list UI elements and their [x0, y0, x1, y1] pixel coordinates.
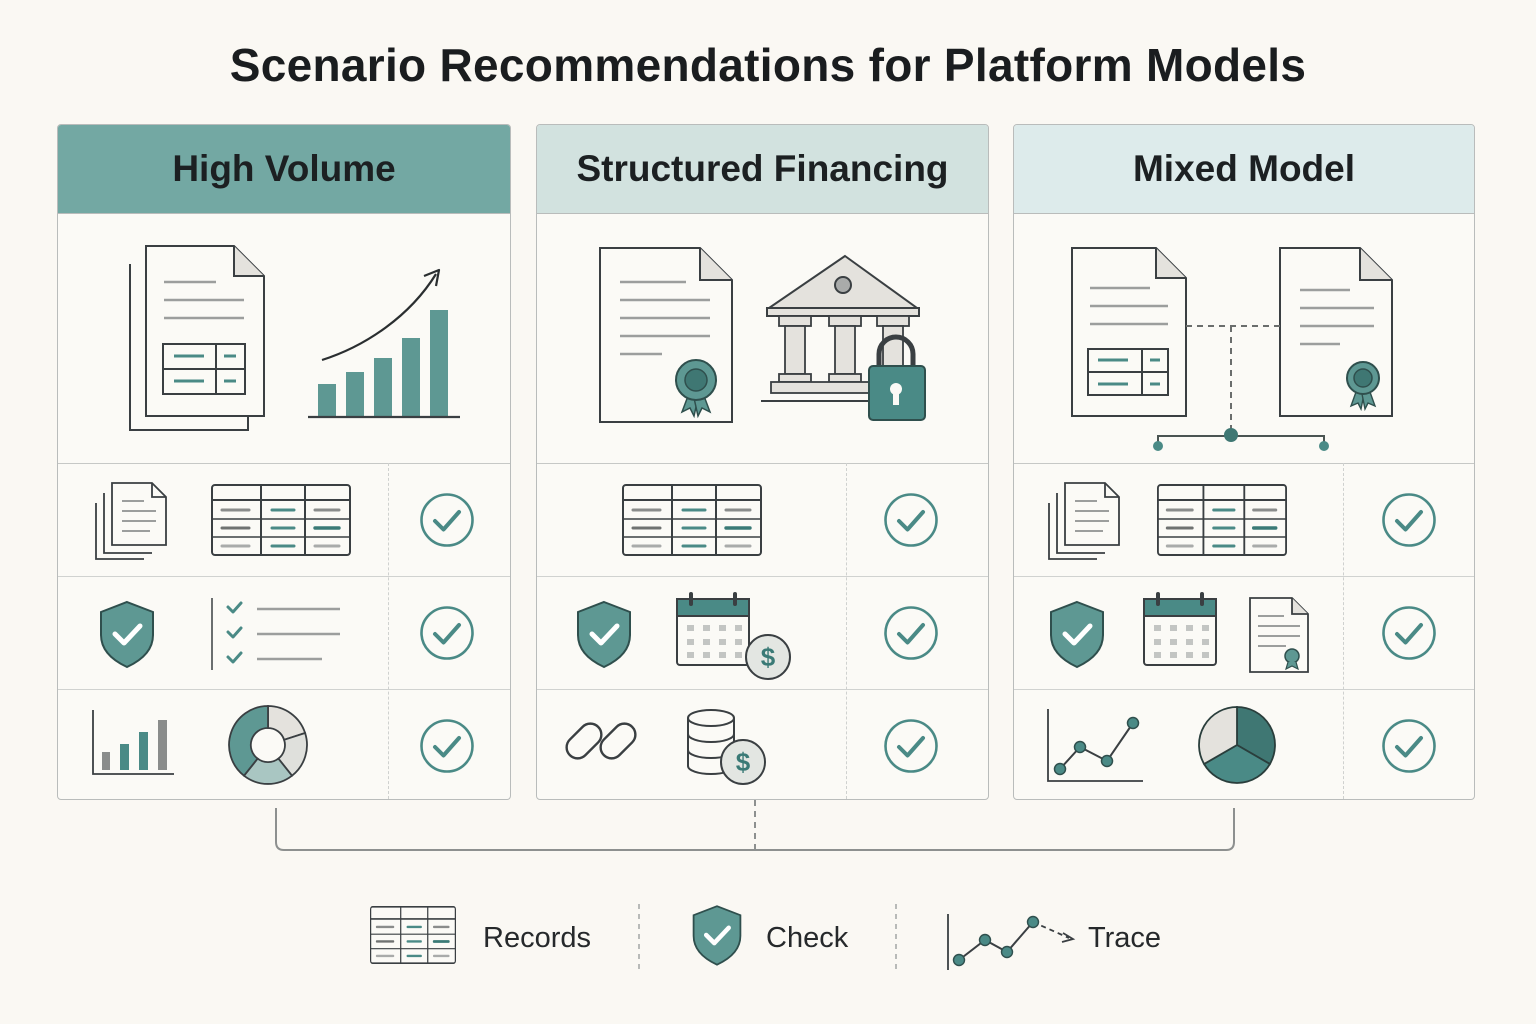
- records-table-icon: [622, 484, 762, 556]
- shield-check-icon: [97, 599, 157, 669]
- records-table-icon: [211, 484, 351, 556]
- hero-high-volume: [58, 214, 510, 464]
- hero-mixed-model: [1014, 214, 1474, 464]
- documents-icon: [94, 479, 170, 563]
- page-title: Scenario Recommendations for Platform Mo…: [229, 39, 1307, 91]
- row-records-high-volume: [58, 463, 510, 577]
- column-mixed-model: Mixed Model: [1013, 124, 1475, 800]
- dollar-coin-icon: [719, 738, 767, 786]
- certificate-document-icon: [1249, 597, 1309, 673]
- row-trace-structured-financing: [537, 689, 988, 800]
- shield-check-icon: [574, 599, 634, 669]
- row-trace-mixed-model: [1014, 689, 1474, 799]
- bracket-connector: [275, 800, 1235, 851]
- row-records-mixed-model: [1014, 463, 1474, 577]
- donut-chart-icon: [228, 705, 308, 785]
- linked-documents-icon: [1071, 247, 1393, 451]
- column-header-mixed-model: Mixed Model: [1014, 125, 1474, 214]
- checkmark-circle-icon: [883, 605, 939, 661]
- checkmark-circle-icon: [1381, 718, 1437, 774]
- row-check-structured-financing: [537, 576, 988, 690]
- records-table-icon: [1157, 484, 1287, 556]
- trace-icon: [947, 914, 1076, 970]
- certified-document-icon: [599, 247, 733, 423]
- column-header-high-volume: High Volume: [58, 125, 510, 214]
- checklist-icon: [211, 598, 340, 670]
- row-check-high-volume: [58, 576, 510, 690]
- row-trace-high-volume: [58, 689, 510, 799]
- column-header-structured-financing: Structured Financing: [537, 125, 988, 214]
- calendar-icon: [675, 589, 755, 669]
- calendar-icon: [1142, 589, 1222, 669]
- legend-separator: [895, 904, 897, 972]
- column-structured-financing: Structured Financing: [536, 124, 989, 800]
- pie-chart-icon: [1198, 706, 1276, 784]
- records-icon: [370, 906, 456, 964]
- column-high-volume: High Volume: [57, 124, 511, 800]
- checkmark-circle-icon: [1381, 492, 1437, 548]
- legend-label-records: Records: [483, 922, 591, 954]
- row-records-structured-financing: [537, 463, 988, 577]
- line-chart-icon: [1047, 709, 1143, 782]
- documents-icon: [1047, 479, 1123, 563]
- checkmark-circle-icon: [1381, 605, 1437, 661]
- legend-separator: [638, 904, 640, 972]
- checkmark-circle-icon: [883, 718, 939, 774]
- bar-chart-icon: [92, 710, 174, 775]
- legend-label-trace: Trace: [1088, 922, 1162, 954]
- growth-bar-chart-icon: [308, 268, 460, 419]
- hero-structured-financing: [537, 214, 988, 464]
- link-icon: [565, 722, 637, 760]
- shield-check-icon: [690, 903, 744, 967]
- coin-stack-icon: [687, 709, 735, 775]
- legend-label-check: Check: [766, 922, 849, 954]
- shield-check-icon: [1047, 599, 1107, 669]
- checkmark-circle-icon: [883, 492, 939, 548]
- checkmark-circle-icon: [419, 605, 475, 661]
- checkmark-circle-icon: [419, 492, 475, 548]
- document-stack-icon: [129, 245, 265, 431]
- bank-lock-icon: [761, 254, 926, 421]
- dollar-coin-icon: [744, 633, 792, 681]
- checkmark-circle-icon: [419, 718, 475, 774]
- row-check-mixed-model: [1014, 576, 1474, 690]
